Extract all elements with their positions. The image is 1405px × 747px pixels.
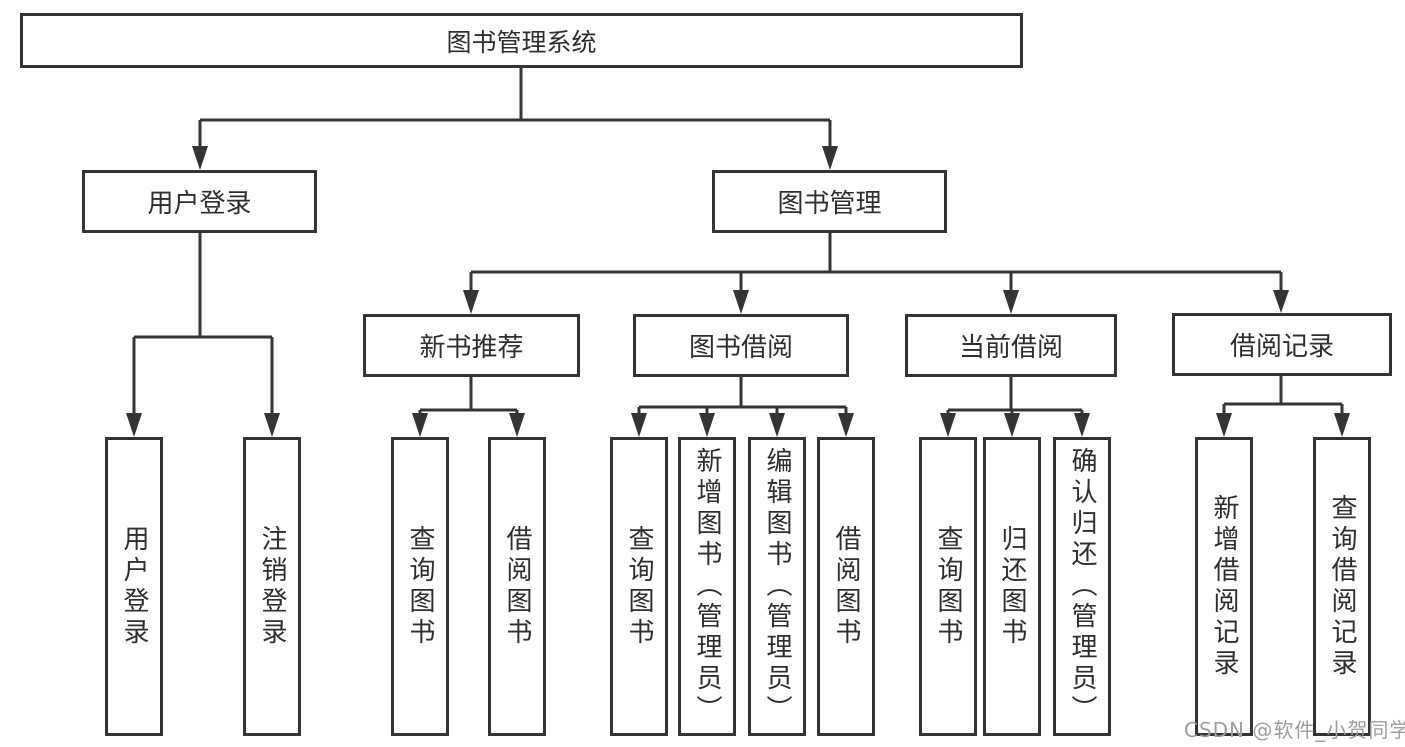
- leaf-query-book-recommend: 查询图书: [391, 437, 449, 736]
- leaf-query-book-borrow: 查询图书: [610, 437, 668, 736]
- leaf-user-login: 用户登录: [105, 437, 163, 736]
- node-current-borrow: 当前借阅: [905, 314, 1117, 377]
- watermark: CSDN @软件_小贺同学: [1184, 718, 1405, 742]
- leaf-return-book: 归还图书: [983, 437, 1041, 736]
- node-book-borrow: 图书借阅: [633, 314, 849, 377]
- node-book-management: 图书管理: [712, 170, 947, 233]
- leaf-add-book-admin: 新增图书（管理员）: [678, 437, 736, 736]
- leaf-borrow-book-recommend: 借阅图书: [488, 437, 546, 736]
- leaf-edit-book-admin: 编辑图书（管理员）: [748, 437, 806, 736]
- leaf-borrow-book: 借阅图书: [817, 437, 875, 736]
- leaf-logout: 注销登录: [243, 437, 301, 736]
- node-new-book-recommend: 新书推荐: [363, 314, 580, 377]
- leaf-query-borrow-record: 查询借阅记录: [1313, 437, 1371, 736]
- node-root: 图书管理系统: [20, 13, 1023, 68]
- node-user-login: 用户登录: [82, 170, 317, 233]
- node-borrow-records: 借阅记录: [1172, 313, 1392, 376]
- leaf-add-borrow-record: 新增借阅记录: [1195, 437, 1253, 736]
- leaf-confirm-return-admin: 确认归还（管理员）: [1053, 437, 1111, 736]
- leaf-query-book-current: 查询图书: [919, 437, 977, 736]
